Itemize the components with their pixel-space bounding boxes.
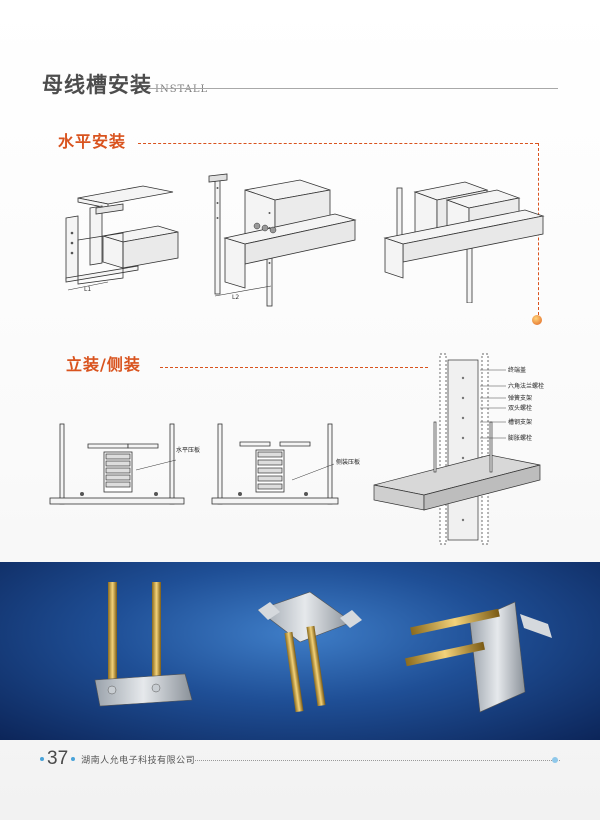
label-channel-bracket: 槽钢支架 [508,418,532,426]
label-end-cap: 终端盖 [508,366,526,374]
bracket-photo-2 [257,591,362,713]
label-expansion-bolt: 膨胀螺栓 [508,434,532,442]
label-flat-clamp: 水平压板 [176,446,200,454]
bracket-photo-3 [405,601,552,713]
spring-bracket-photos [94,582,552,713]
diagram-flat-clamp: 水平压板 [48,420,208,520]
label-spring-bracket: 弹簧支架 [508,394,532,402]
dimension-label-l1: L1 [84,286,91,293]
section-heading-vertical: 立装/侧装 [66,355,141,374]
page-dot-icon [71,757,76,761]
page-title: 母线槽安装 INSTALL [42,69,208,99]
page-title-english: INSTALL [155,84,209,95]
page-number: 37 [47,748,69,769]
product-photo-band [0,562,600,740]
bracket-photo-1 [94,582,193,707]
page-title-main: 母线槽安装 [42,73,152,97]
section-rule-vertical [160,367,428,368]
orange-bullet-icon [532,315,542,325]
label-double-end-bolt: 双头螺栓 [508,404,532,412]
label-hex-flange-bolt: 六角法兰螺栓 [508,382,544,390]
dimension-label-l2: L2 [232,294,239,301]
label-side-clamp: 侧装压板 [336,458,360,466]
diagram-horizontal-double [375,178,550,303]
page-footer: 37 湖南人允电子科技有限公司 [40,748,195,770]
company-name: 湖南人允电子科技有限公司 [81,755,196,766]
footer-end-dot-icon [552,757,558,763]
diagram-side-clamp: 侧装压板 [210,420,380,520]
diagram-horizontal-l1: L1 [48,178,188,298]
section-rule-horizontal [138,143,538,144]
section-heading-horizontal: 水平安装 [58,132,127,151]
title-divider [148,88,558,89]
page-dot-icon [40,757,44,761]
diagram-horizontal-l2: L2 [205,168,365,308]
footer-divider [190,760,560,761]
diagram-vertical-install: 终端盖 六角法兰螺栓 弹簧支架 双头螺栓 槽钢支架 膨胀螺栓 [370,350,548,550]
